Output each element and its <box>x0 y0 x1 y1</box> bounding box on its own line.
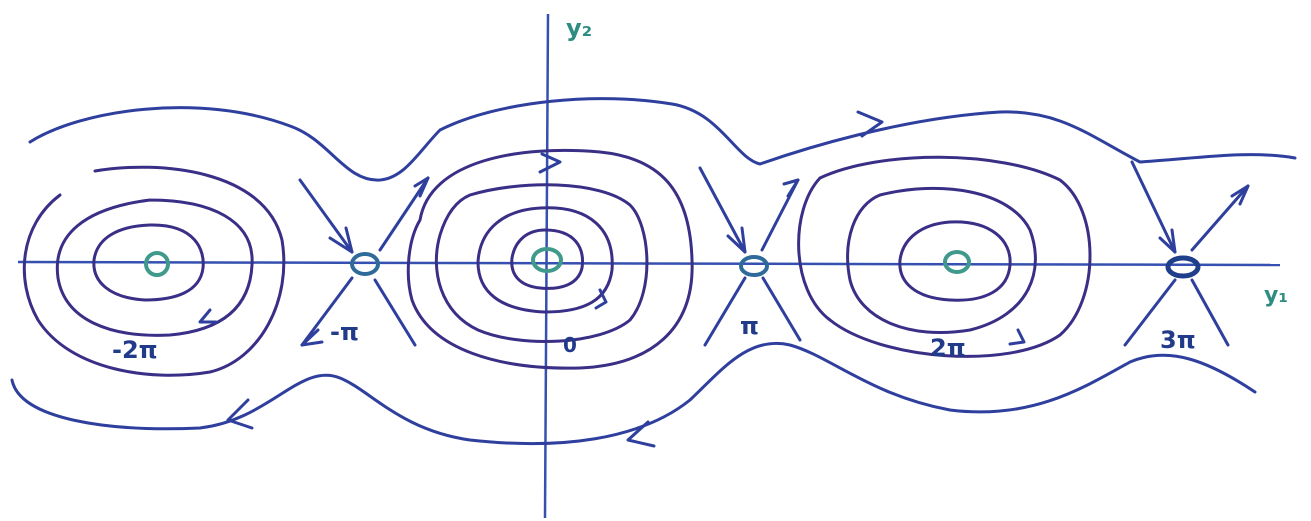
horizontal-axis-label: y₁ <box>1264 283 1288 308</box>
center-point-2pi <box>943 250 971 274</box>
tick-label-zero: 0 <box>563 333 577 357</box>
saddle-minus-pi <box>298 176 430 347</box>
vertical-axis-label: y₂ <box>566 14 592 42</box>
orbit-mid-outer <box>434 183 649 343</box>
axes <box>17 13 1281 519</box>
arrow-separatrix-d <box>726 226 747 254</box>
arrow-separatrix-a <box>328 226 354 254</box>
tick-label-3pi: 3π <box>1160 326 1196 354</box>
arrow-lower-left <box>226 398 254 430</box>
tick-label-minus-2pi: -2π <box>112 336 158 364</box>
arrow-separatrix-e <box>782 178 800 198</box>
outer-trajectories <box>10 97 1297 446</box>
saddle-3pi <box>1123 160 1250 347</box>
center-point-zero <box>531 247 563 273</box>
arrow-separatrix-f <box>1158 228 1177 254</box>
orbit-large <box>797 155 1092 358</box>
vertical-axis <box>543 13 550 519</box>
tick-label-pi: π <box>740 312 759 340</box>
orbit-mid <box>55 198 254 337</box>
tick-label-minus-pi: -π <box>330 318 359 346</box>
arrow-separatrix-g <box>1230 184 1250 206</box>
arrow-separatrix-b <box>413 176 430 198</box>
orbit-mid <box>846 186 1037 335</box>
saddle-point-pi <box>739 255 769 277</box>
separatrix-incoming-lower <box>761 276 802 342</box>
separatrix-outgoing-lower <box>703 276 747 347</box>
orbit-large <box>406 148 694 370</box>
arrow-separatrix-c <box>300 328 324 347</box>
orbit-mid <box>476 206 614 314</box>
arrow-orbit-top-zero <box>538 152 562 174</box>
saddle-pi <box>698 166 802 347</box>
saddle-point-minus-pi <box>350 252 380 276</box>
orbits-2pi <box>797 155 1092 358</box>
separatrix-incoming-upper <box>698 166 747 254</box>
orbit-inner <box>92 223 205 302</box>
separatrix-incoming-lower <box>1190 278 1230 347</box>
separatrix-outgoing-lower <box>1123 278 1177 347</box>
orbit-large <box>22 165 286 377</box>
direction-arrows <box>198 110 1250 448</box>
arrow-orbit-zero-right <box>594 288 608 310</box>
separatrix-outgoing-lower <box>300 276 354 347</box>
orbit-inner <box>898 220 1012 302</box>
arrow-orbit-minus-2pi <box>198 308 218 324</box>
orbit-inner <box>510 228 585 290</box>
tick-label-2pi: 2π <box>930 334 966 362</box>
arrow-upper-right <box>856 110 884 138</box>
arrow-lower-center <box>626 420 656 448</box>
separatrix-incoming-upper <box>1130 160 1177 254</box>
orbits-zero <box>406 148 694 370</box>
upper-running-trajectory <box>28 97 1297 182</box>
lower-running-trajectory <box>10 341 1257 446</box>
saddle-point-3pi <box>1165 255 1201 279</box>
separatrix-outgoing-upper <box>378 176 430 252</box>
center-point-minus-2pi <box>144 251 170 277</box>
separatrix-outgoing-upper <box>1190 184 1250 252</box>
separatrix-incoming-lower <box>373 278 417 347</box>
horizontal-axis <box>17 260 1281 267</box>
orbits-minus-2pi <box>22 165 286 377</box>
separatrix-incoming-upper <box>298 178 354 254</box>
arrow-orbit-2pi-right <box>1008 328 1026 346</box>
